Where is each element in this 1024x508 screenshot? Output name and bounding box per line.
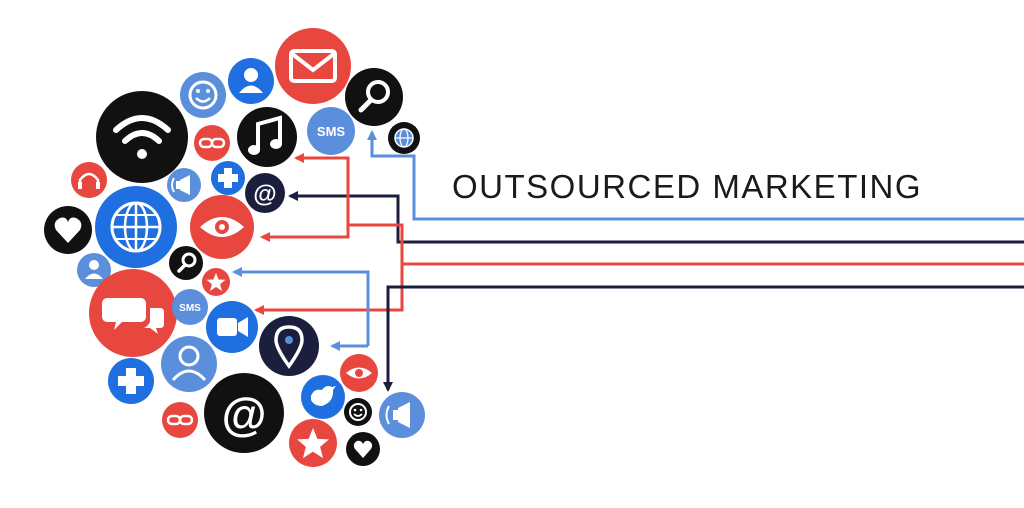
sms-label-middle: SMS (179, 303, 201, 314)
star-icon (202, 268, 230, 296)
connector-lines (232, 130, 1024, 392)
user-icon (77, 253, 111, 287)
plus-icon (211, 161, 245, 195)
sms-label-top: SMS (317, 124, 346, 139)
at-label-upper: @ (253, 181, 276, 208)
headline: OUTSOURCED MARKETING (452, 168, 923, 205)
star-icon (289, 419, 337, 467)
connector-red-branch (260, 225, 350, 242)
mail-icon (275, 28, 351, 104)
plus-icon (108, 358, 154, 404)
connector-navy-top (288, 191, 1024, 244)
wifi-icon (96, 91, 188, 183)
eye-icon (190, 195, 254, 259)
video-camera-icon (206, 301, 258, 353)
heart-icon (346, 432, 380, 466)
chain-link-icon (194, 125, 230, 161)
heart-icon (44, 206, 92, 254)
sms-icon: SMS (307, 107, 355, 155)
megaphone-icon (167, 168, 201, 202)
connector-blue-top (367, 130, 1024, 221)
connector-red-bottom (254, 264, 404, 315)
smiley-icon (344, 398, 372, 426)
sms-icon: SMS (172, 289, 208, 325)
search-icon (169, 246, 203, 280)
globe-icon (388, 122, 420, 154)
at-icon: @ (204, 373, 284, 453)
bird-icon (301, 375, 345, 419)
search-icon (345, 68, 403, 126)
user-icon (228, 58, 274, 104)
smiley-icon (180, 72, 226, 118)
globe-icon (95, 186, 177, 268)
at-label-large: @ (222, 388, 267, 440)
at-icon: @ (245, 173, 285, 213)
headphones-icon (71, 162, 107, 198)
chain-link-icon (162, 402, 198, 438)
location-pin-icon (259, 316, 319, 376)
connector-blue-bottom (232, 267, 370, 346)
megaphone-icon (379, 392, 425, 438)
connector-navy-bottom (383, 285, 1024, 392)
user-icon (161, 336, 217, 392)
eye-icon (340, 354, 378, 392)
chat-bubbles-icon (89, 269, 177, 357)
connector-red-top (294, 153, 1024, 266)
music-icon (237, 107, 297, 167)
